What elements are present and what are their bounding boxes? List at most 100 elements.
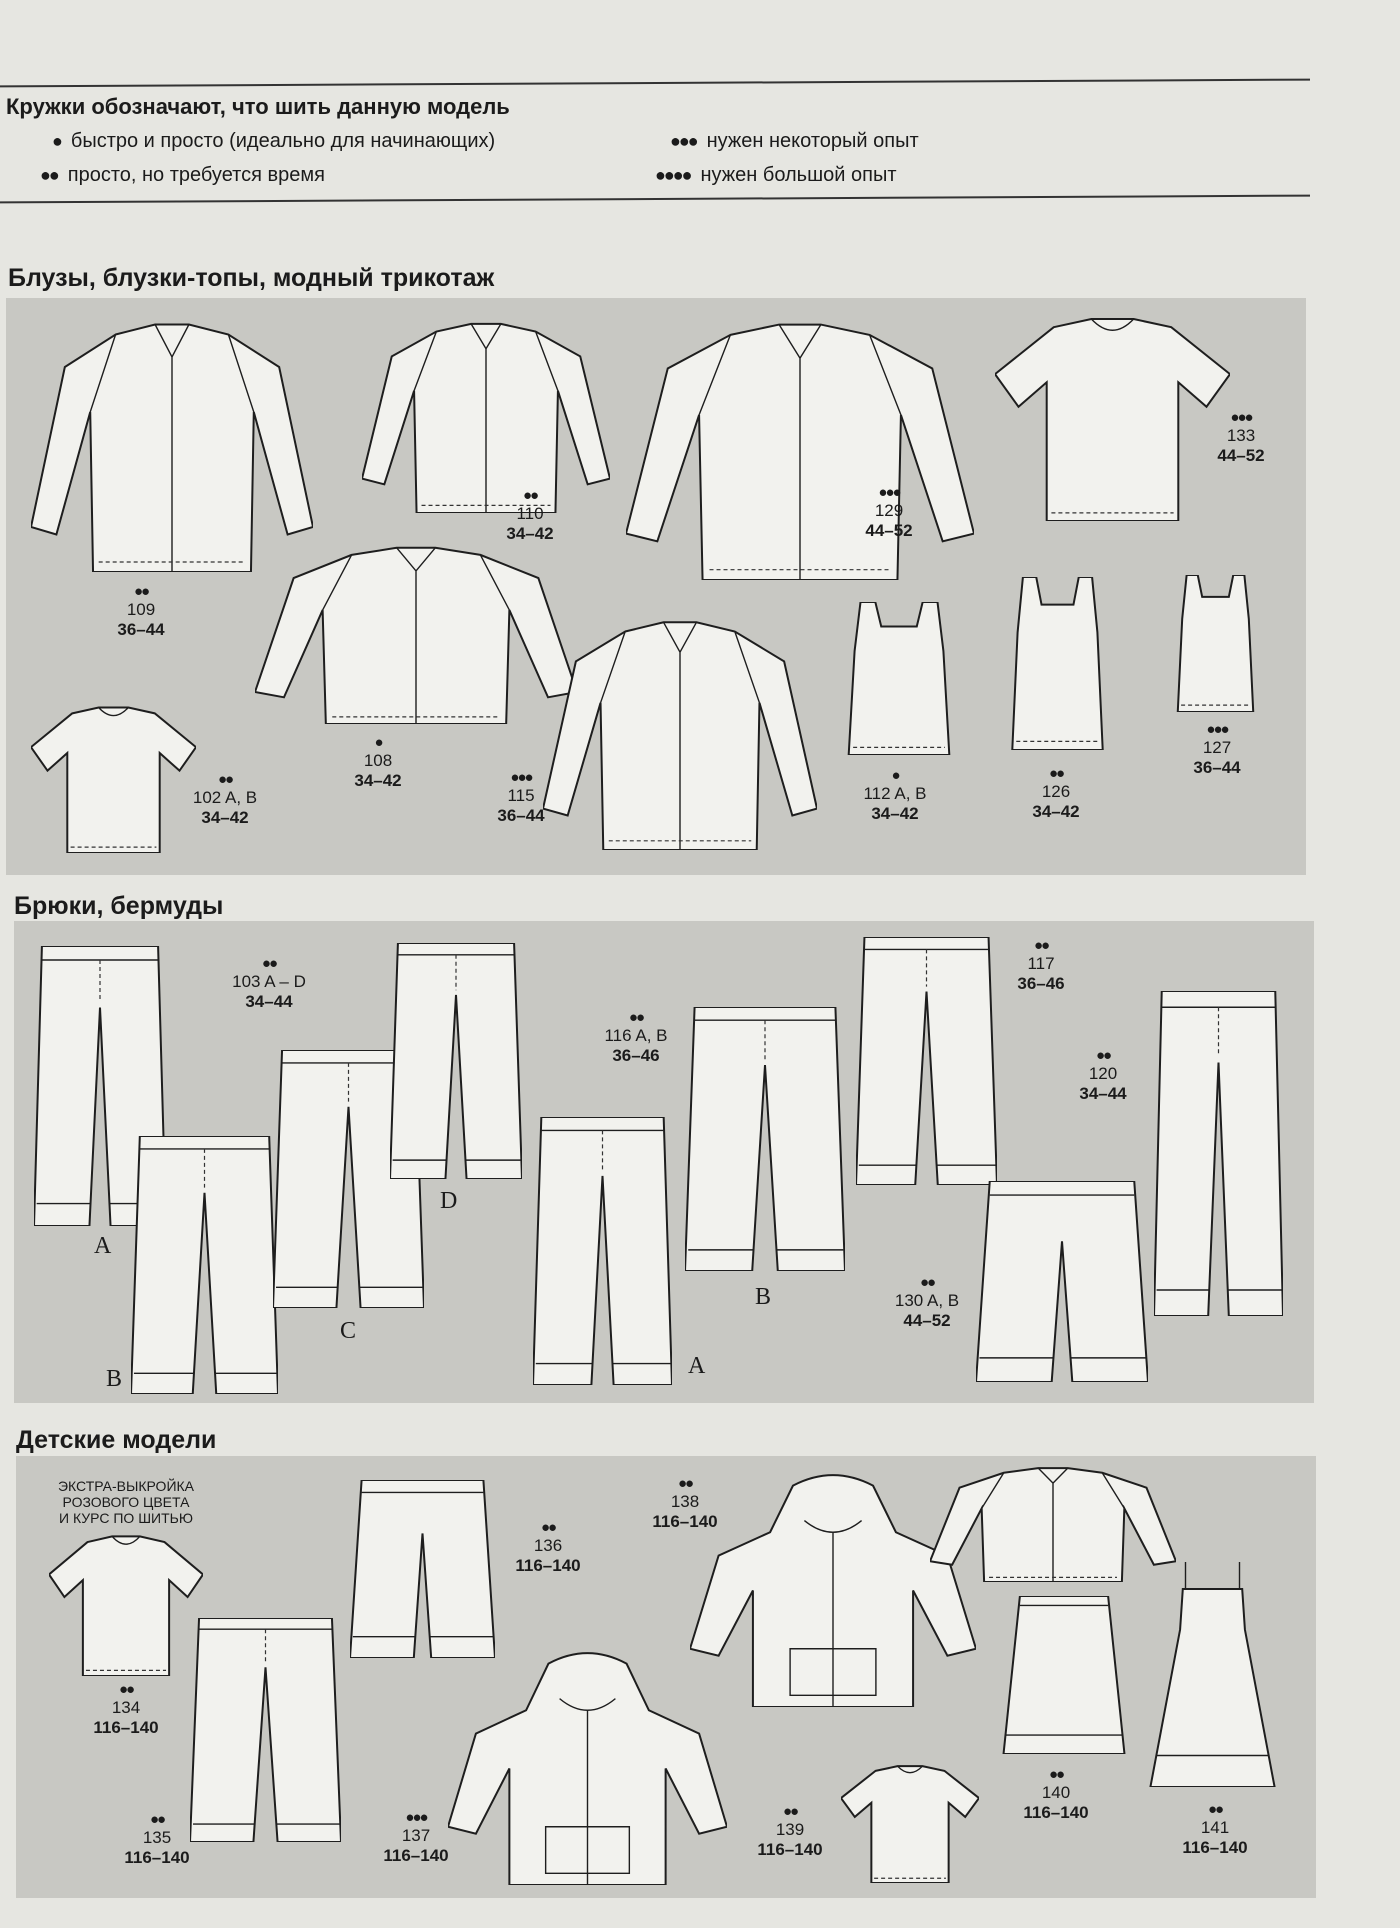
difficulty-dots-icon: ● bbox=[891, 767, 900, 784]
model-number: 141 bbox=[1200, 1818, 1230, 1837]
model-number: 136 bbox=[533, 1536, 563, 1555]
model-number: 115 bbox=[507, 786, 535, 805]
garment-110 bbox=[362, 324, 610, 513]
legend-title: Кружки обозначают, что шить данную модел… bbox=[6, 94, 510, 119]
garment-130 bbox=[976, 1181, 1148, 1382]
difficulty-dots-icon: ● bbox=[374, 734, 383, 751]
difficulty-dots-icon: ●●● bbox=[670, 131, 699, 151]
model-sizes: 116–140 bbox=[652, 1512, 718, 1531]
difficulty-dots-icon: ●● bbox=[261, 955, 278, 972]
garment-117 bbox=[856, 937, 997, 1185]
model-sizes: 44–52 bbox=[1217, 446, 1265, 465]
garment-139 bbox=[841, 1765, 979, 1883]
difficulty-dots-icon: ●●● bbox=[510, 769, 533, 786]
section-title-blouses: Блузы, блузки-топы, модный трикотаж bbox=[8, 264, 495, 292]
model-number: 133 bbox=[1226, 426, 1256, 445]
difficulty-dots-icon: ●● bbox=[1033, 937, 1050, 954]
garment-115 bbox=[543, 622, 817, 850]
model-number: 140 bbox=[1041, 1783, 1071, 1802]
garment-136 bbox=[350, 1480, 495, 1658]
note-line: ЭКСТРА-ВЫКРОЙКА bbox=[57, 1478, 195, 1494]
model-sizes: 36–44 bbox=[497, 806, 545, 825]
difficulty-dots-icon: ●● bbox=[1207, 1801, 1224, 1818]
extra-pattern-note: ЭКСТРА-ВЫКРОЙКА РОЗОВОГО ЦВЕТА И КУРС ПО… bbox=[58, 1478, 194, 1526]
legend-item-1: ● быстро и просто (идеально для начинающи… bbox=[52, 130, 495, 153]
difficulty-dots-icon: ●● bbox=[919, 1274, 936, 1291]
variant-letter-a: A bbox=[688, 1353, 706, 1379]
garment-103b bbox=[131, 1136, 278, 1394]
garment-120 bbox=[1154, 991, 1283, 1316]
model-number: 102 A, B bbox=[192, 788, 258, 807]
garment-137 bbox=[448, 1653, 727, 1885]
model-number: 129 bbox=[874, 501, 904, 520]
garment-102 bbox=[31, 706, 196, 853]
legend-text: нужен большой опыт bbox=[700, 164, 897, 186]
garment-127 bbox=[1176, 575, 1255, 712]
difficulty-dots-icon: ●● bbox=[118, 1681, 135, 1698]
difficulty-dots-icon: ●● bbox=[40, 165, 60, 185]
model-sizes: 44–52 bbox=[865, 521, 913, 540]
model-number: 116 A, B bbox=[604, 1026, 668, 1045]
garment-112 bbox=[847, 602, 951, 755]
model-sizes: 34–42 bbox=[354, 771, 402, 790]
model-sizes: 44–52 bbox=[903, 1311, 951, 1330]
model-sizes: 34–44 bbox=[245, 992, 293, 1011]
model-sizes: 116–140 bbox=[757, 1840, 823, 1859]
model-number: 108 bbox=[363, 751, 393, 770]
garment-129 bbox=[626, 325, 974, 580]
difficulty-dots-icon: ●● bbox=[522, 487, 539, 504]
model-sizes: 116–140 bbox=[93, 1718, 159, 1737]
garment-116b bbox=[685, 1007, 845, 1271]
garment-140-skirt bbox=[1001, 1596, 1127, 1754]
garment-126 bbox=[1010, 577, 1105, 750]
model-number: 137 bbox=[401, 1826, 431, 1845]
difficulty-dots-icon: ●● bbox=[677, 1475, 694, 1492]
model-sizes: 116–140 bbox=[124, 1848, 190, 1867]
garment-109 bbox=[31, 325, 313, 573]
section-title-kids: Детские модели bbox=[16, 1426, 217, 1454]
legend-text: быстро и просто (идеально для начинающих… bbox=[70, 130, 496, 152]
legend-item-3: ●●● нужен некоторый опыт bbox=[670, 130, 919, 153]
garment-138 bbox=[690, 1475, 976, 1707]
model-sizes: 36–44 bbox=[1193, 758, 1241, 777]
model-sizes: 34–42 bbox=[506, 524, 554, 543]
model-number: 110 bbox=[516, 504, 544, 523]
difficulty-dots-icon: ●●● bbox=[405, 1809, 428, 1826]
difficulty-dots-icon: ● bbox=[52, 131, 63, 151]
legend-item-4: ●●●●нужен большой опыт bbox=[655, 164, 897, 187]
model-sizes: 36–44 bbox=[117, 620, 165, 639]
note-line: И КУРС ПО ШИТЬЮ bbox=[59, 1510, 193, 1526]
difficulty-dots-icon: ●● bbox=[628, 1009, 645, 1026]
garment-141 bbox=[1150, 1562, 1274, 1787]
difficulty-dots-icon: ●● bbox=[149, 1811, 166, 1828]
model-sizes: 116–140 bbox=[383, 1846, 449, 1865]
legend-text: нужен некоторый опыт bbox=[706, 130, 919, 152]
model-number: 135 bbox=[142, 1828, 172, 1847]
note-line: РОЗОВОГО ЦВЕТА bbox=[62, 1494, 190, 1510]
garment-133 bbox=[995, 319, 1230, 521]
legend-item-2: ●●просто, но требуется время bbox=[40, 164, 325, 187]
difficulty-dots-icon: ●● bbox=[217, 771, 234, 788]
difficulty-dots-icon: ●● bbox=[782, 1803, 799, 1820]
difficulty-dots-icon: ●●● bbox=[1206, 721, 1229, 738]
model-number: 120 bbox=[1088, 1064, 1118, 1083]
difficulty-dots-icon: ●● bbox=[1048, 765, 1065, 782]
model-number: 109 bbox=[126, 600, 156, 619]
model-sizes: 116–140 bbox=[515, 1556, 581, 1575]
